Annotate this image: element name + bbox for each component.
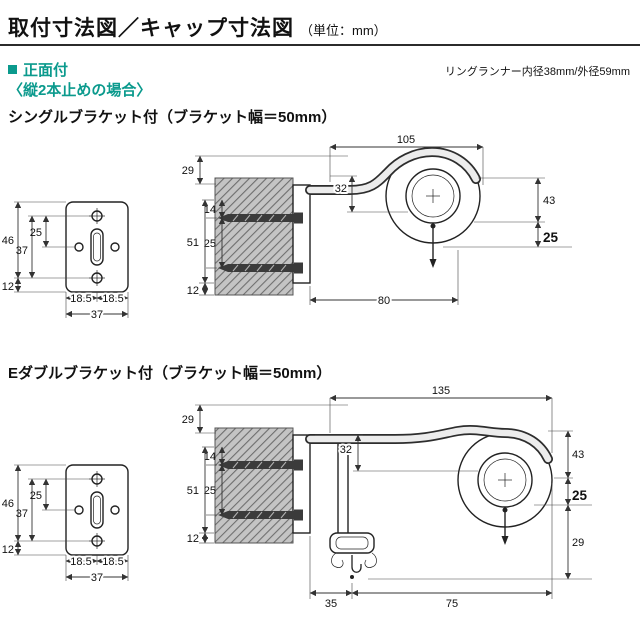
page-title: 取付寸法図／キャップ寸法図 <box>8 17 294 40</box>
bracket-plate-side <box>292 184 311 284</box>
mount-type-label: 正面付 <box>23 62 69 79</box>
dim-front-37w: 37 <box>91 309 103 321</box>
dim-12: 12 <box>187 533 199 545</box>
rail-cap <box>405 168 461 224</box>
center-slot <box>90 491 104 529</box>
dim-12: 12 <box>187 285 199 297</box>
teal-square-icon <box>8 65 17 74</box>
runner-hook-right <box>364 552 377 568</box>
dim-80: 80 <box>378 295 390 307</box>
dim-front-12: 12 <box>2 544 14 556</box>
section-title-single: シングルブラケット付（ブラケット幅＝50mm） <box>8 109 337 126</box>
mount-case-label: 〈縦2本止めの場合〉 <box>8 82 152 99</box>
dim-43: 43 <box>572 449 584 461</box>
dim-front-46: 46 <box>2 235 14 247</box>
mount-case-line: 〈縦2本止めの場合〉 <box>8 79 151 100</box>
dim-75: 75 <box>446 598 458 610</box>
runner-hook-left <box>331 552 344 568</box>
dim-front-185b: 18.5 <box>102 556 123 568</box>
side-hole-left <box>74 242 84 252</box>
page-header: 取付寸法図／キャップ寸法図 （単位：mm） <box>0 0 640 46</box>
dim-front-37w: 37 <box>91 572 103 584</box>
dim-14: 14 <box>204 204 216 216</box>
inner-rail-assembly <box>329 444 377 579</box>
dim-32: 32 <box>340 444 352 456</box>
dim-front-12: 12 <box>2 281 14 293</box>
unit-label: （単位：mm） <box>300 23 387 38</box>
side-hole-right <box>110 242 120 252</box>
wall-section <box>214 427 294 544</box>
front-view-single: 46 25 37 12 18.5 18.5 37 <box>2 201 129 323</box>
double-bracket-diagram: 46 25 37 12 18.5 18.5 37 <box>2 385 592 610</box>
side-view-single: 105 29 32 14 25 51 12 43 <box>182 134 572 309</box>
front-view-double: 46 25 37 12 18.5 18.5 37 <box>2 464 129 586</box>
section-title-double: Eダブルブラケット付（ブラケット幅＝50mm） <box>8 365 332 382</box>
inner-rail-profile <box>329 532 375 554</box>
dim-25-bold: 25 <box>543 230 559 245</box>
dim-35: 35 <box>325 598 337 610</box>
side-hole-left <box>74 505 84 515</box>
side-view-double: 135 29 32 14 25 51 12 43 <box>182 385 592 610</box>
center-slot <box>90 228 104 266</box>
rail-cap <box>477 452 533 508</box>
dim-14: 14 <box>204 451 216 463</box>
dim-32: 32 <box>335 183 347 195</box>
hanging-pin <box>429 223 437 268</box>
bracket-plate-side <box>292 434 311 534</box>
dim-43: 43 <box>543 195 555 207</box>
dim-front-25: 25 <box>30 490 42 502</box>
dim-front-185b: 18.5 <box>102 293 123 305</box>
mount-type-line: 正面付 <box>8 59 68 80</box>
dim-29: 29 <box>182 165 194 177</box>
dim-29: 29 <box>182 414 194 426</box>
dim-29-right: 29 <box>572 537 584 549</box>
dim-25: 25 <box>204 485 216 497</box>
side-hole-right <box>110 505 120 515</box>
ring-runner-note: リングランナー内径38mm/外径59mm <box>444 66 630 78</box>
dim-25-bold: 25 <box>572 488 588 503</box>
screw-bottom <box>218 509 303 521</box>
dim-front-185a: 18.5 <box>70 293 91 305</box>
dim-51: 51 <box>187 485 199 497</box>
dim-25: 25 <box>204 238 216 250</box>
single-bracket-diagram: 46 25 37 12 18.5 18.5 37 <box>2 134 572 323</box>
dim-front-185a: 18.5 <box>70 556 91 568</box>
screw-top <box>218 459 303 471</box>
dim-front-37v: 37 <box>16 508 28 520</box>
dim-105: 105 <box>397 134 415 146</box>
dim-front-25: 25 <box>30 227 42 239</box>
dim-51: 51 <box>187 237 199 249</box>
dim-135: 135 <box>432 385 450 397</box>
dim-front-46: 46 <box>2 498 14 510</box>
screw-bottom <box>218 262 303 274</box>
screw-top <box>218 212 303 224</box>
hanging-pin <box>501 507 509 545</box>
dim-front-37v: 37 <box>16 245 28 257</box>
hanging-hook <box>351 555 362 573</box>
wall-section <box>214 177 294 296</box>
